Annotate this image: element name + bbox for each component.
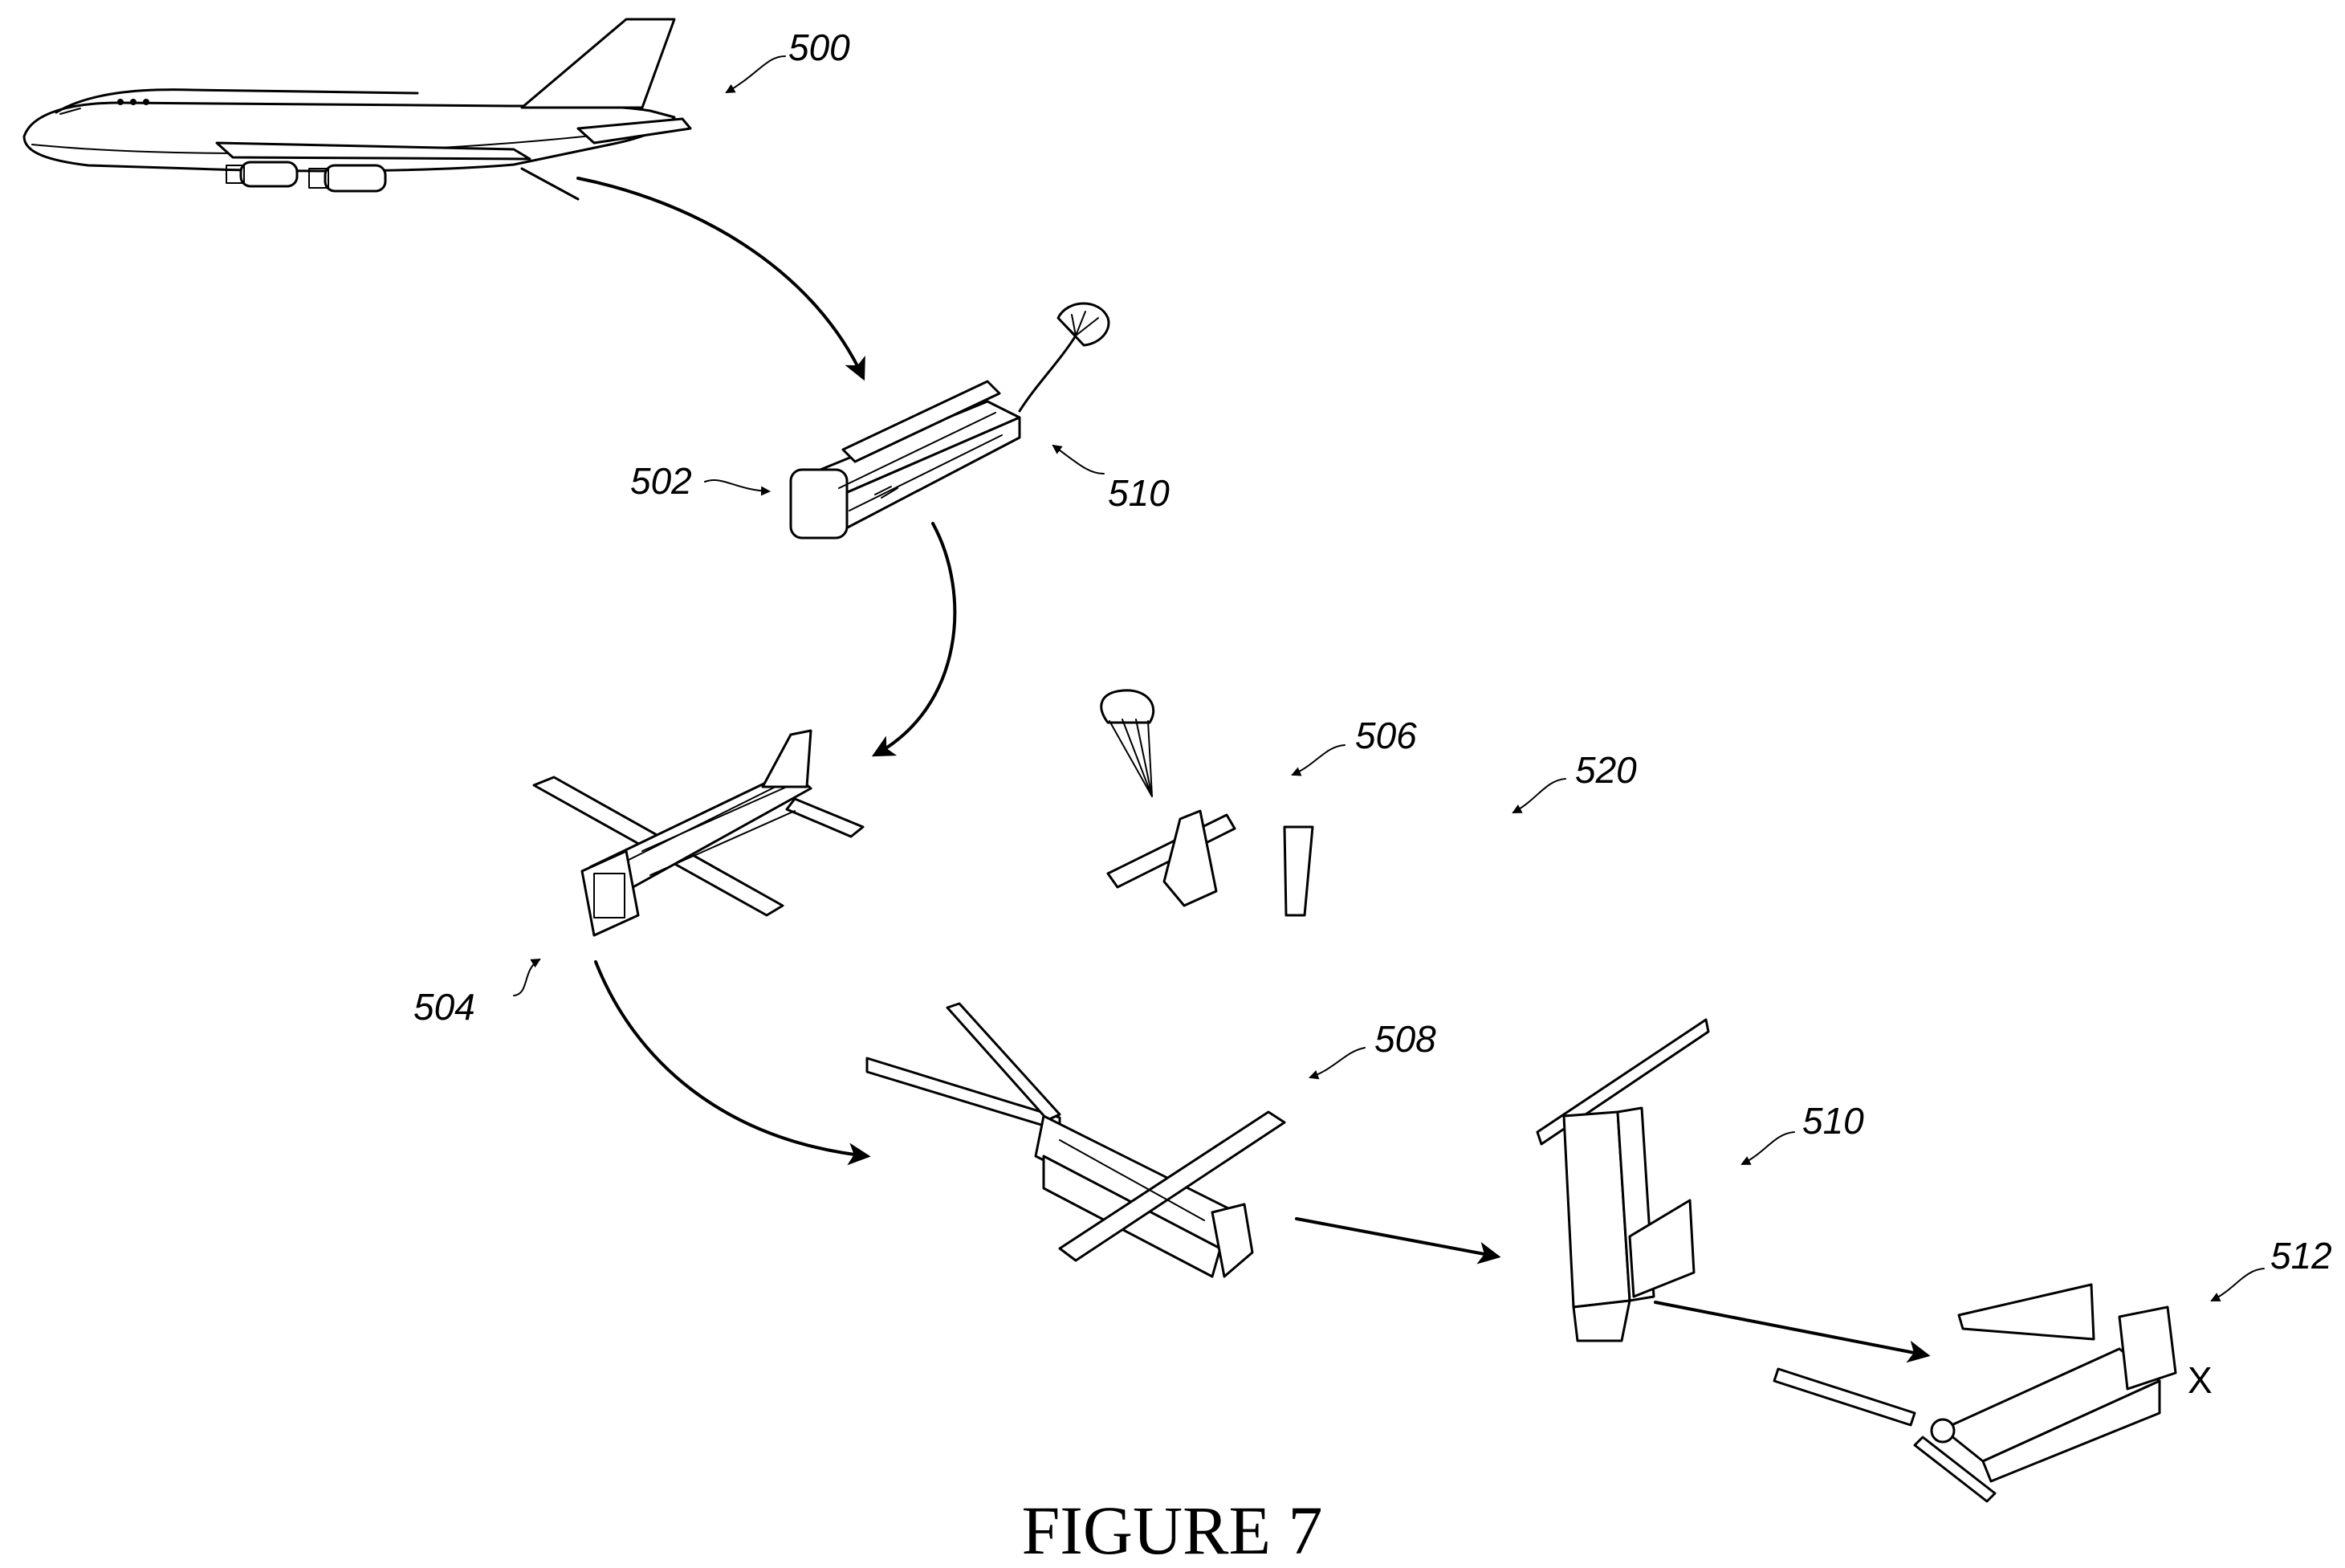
ref-504: 504	[413, 986, 475, 1028]
fixed-wing-illustration	[532, 729, 865, 937]
ref-512: 512	[2270, 1235, 2332, 1277]
ref-510-vertical: 510	[1802, 1100, 1864, 1142]
aircraft-illustration	[22, 18, 692, 201]
vertical-illustration	[1536, 1018, 1710, 1342]
ref-502: 502	[630, 460, 692, 502]
canister-illustration	[789, 302, 1110, 540]
x-axis-label: X	[2188, 1359, 2213, 1401]
figure-caption: FIGURE 7	[1021, 1492, 1322, 1568]
landed-illustration	[1773, 1283, 2177, 1503]
ref-500: 500	[788, 26, 850, 68]
flow-arrows	[576, 177, 1931, 1363]
ref-520: 520	[1575, 749, 1637, 791]
rotor-config-illustration	[865, 1002, 1286, 1278]
ref-506: 506	[1355, 715, 1417, 756]
leader-lines	[513, 55, 2265, 1301]
ref-510-chute: 510	[1108, 472, 1170, 514]
jettison-illustration	[1100, 689, 1314, 917]
ref-508: 508	[1374, 1018, 1436, 1060]
